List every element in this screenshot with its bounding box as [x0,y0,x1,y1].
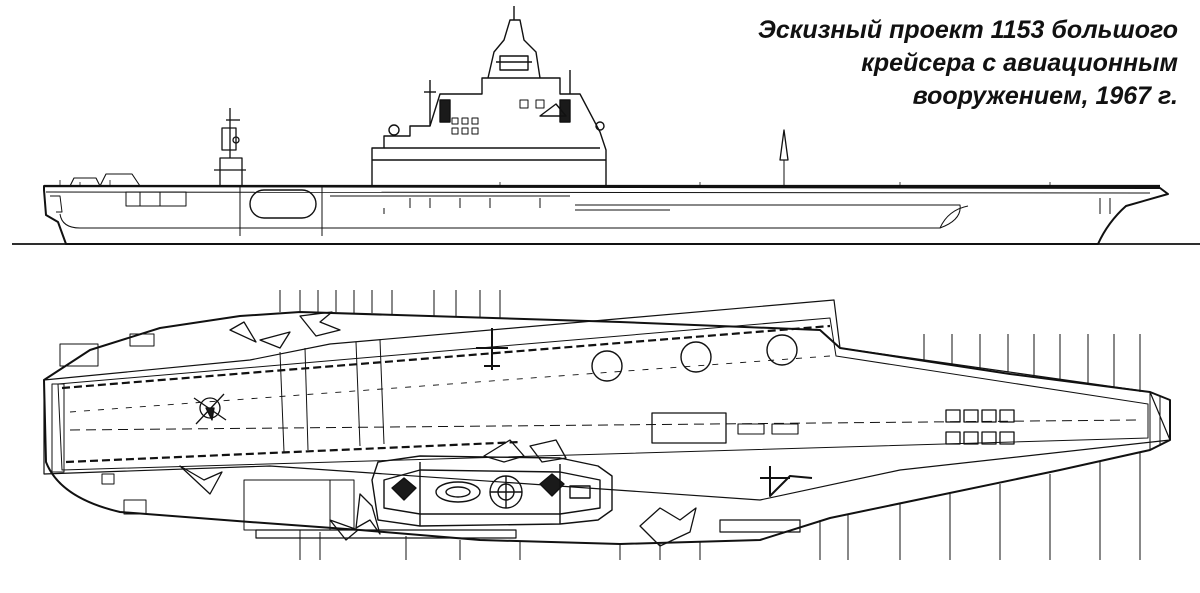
caption-line-3: вооружением, 1967 г. [912,82,1178,110]
elevator-circle [766,334,798,366]
side-elevation-view [12,6,1200,245]
aft-mast [214,108,246,187]
railing-top [279,290,1141,392]
caption-line-1: Эскизный проект 1153 большого [757,16,1178,44]
elevator-circle [680,341,712,373]
deck-plan-outline [43,311,1171,545]
missile-launcher-grid [945,409,1015,445]
aircraft-on-deck [179,311,813,547]
elevator-circle [591,350,623,382]
railing-bottom [299,452,1141,560]
island-plan [371,455,613,527]
plan-view [43,290,1171,560]
angled-flight-deck [43,299,1171,501]
hull-side-outline [43,185,1169,245]
deck-elevator [651,412,727,444]
island-superstructure [371,6,607,186]
forward-post [779,129,789,161]
drawing-caption: Эскизный проект 1153 большого крейсера с… [658,14,1178,113]
side-opening [249,189,317,219]
caption-line-2: крейсера с авиационным [861,49,1178,77]
